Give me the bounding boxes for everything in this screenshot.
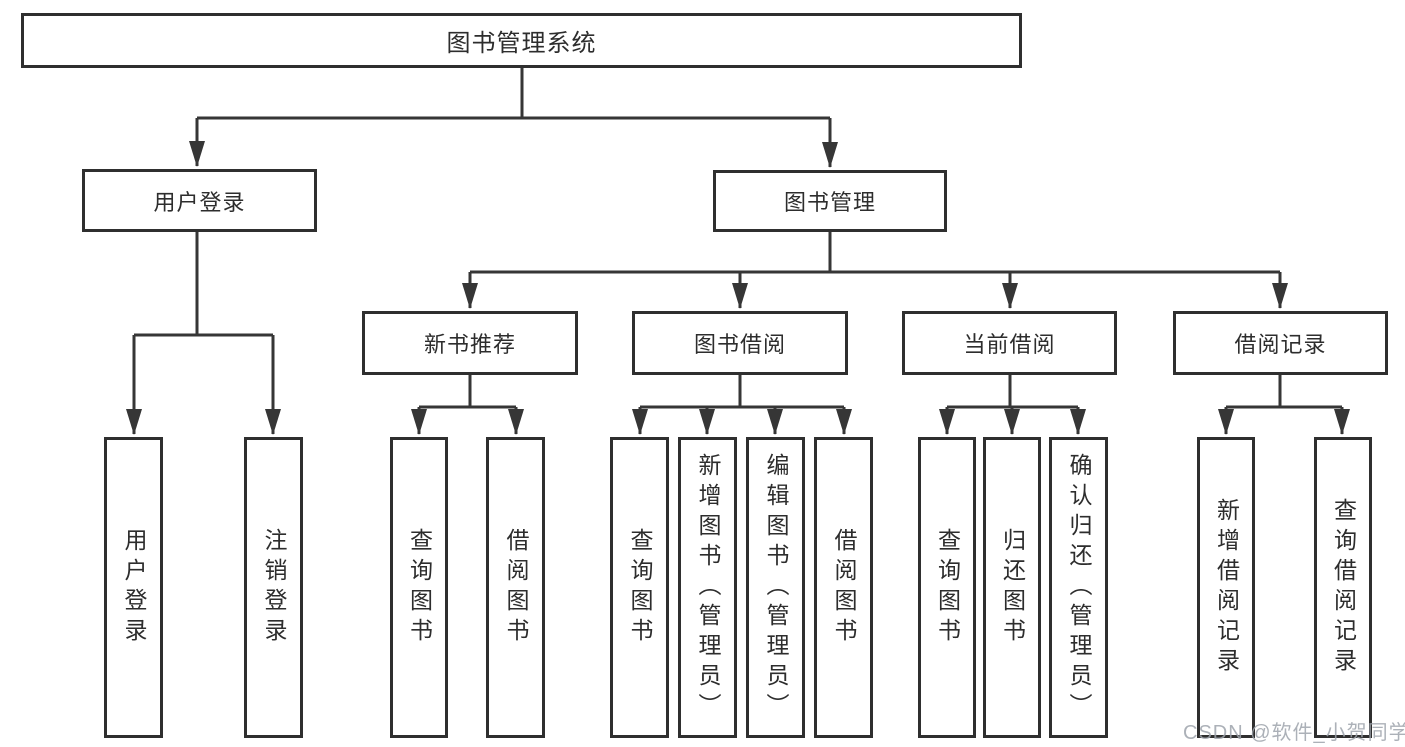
branch-book-borrow xyxy=(632,373,852,435)
leaf-borrow-books-1: 借阅图书 xyxy=(486,437,545,738)
node-book-management: 图书管理 xyxy=(713,170,947,232)
branch-book-management xyxy=(462,231,1288,309)
node-borrow-records: 借阅记录 xyxy=(1173,311,1388,375)
leaf-query-borrow-record: 查询借阅记录 xyxy=(1314,437,1372,738)
leaf-add-book-admin: 新增图书（管理员） xyxy=(678,437,737,738)
leaf-logout: 注销登录 xyxy=(244,437,303,738)
branch-new-books xyxy=(411,373,524,435)
leaf-edit-book-admin: 编辑图书（管理员） xyxy=(746,437,805,738)
leaf-query-books-2: 查询图书 xyxy=(610,437,669,738)
branch-root xyxy=(189,66,838,168)
node-root-library-system: 图书管理系统 xyxy=(21,13,1022,68)
node-current-borrow: 当前借阅 xyxy=(902,311,1117,375)
watermark: CSDN @软件_小贺同学 xyxy=(1183,722,1405,744)
branch-current-borrow xyxy=(939,373,1086,435)
node-new-book-recommend: 新书推荐 xyxy=(362,311,578,375)
leaf-query-books-1: 查询图书 xyxy=(390,437,448,738)
leaf-borrow-books-2: 借阅图书 xyxy=(814,437,873,738)
node-book-borrow: 图书借阅 xyxy=(632,311,848,375)
leaf-query-books-3: 查询图书 xyxy=(918,437,976,738)
branch-user-login xyxy=(126,231,281,435)
leaf-add-borrow-record: 新增借阅记录 xyxy=(1197,437,1255,738)
node-user-login: 用户登录 xyxy=(82,169,317,232)
leaf-confirm-return-admin: 确认归还（管理员） xyxy=(1049,437,1108,738)
branch-borrow-records xyxy=(1218,373,1350,435)
leaf-user-login: 用户登录 xyxy=(104,437,163,738)
leaf-return-books: 归还图书 xyxy=(983,437,1041,738)
